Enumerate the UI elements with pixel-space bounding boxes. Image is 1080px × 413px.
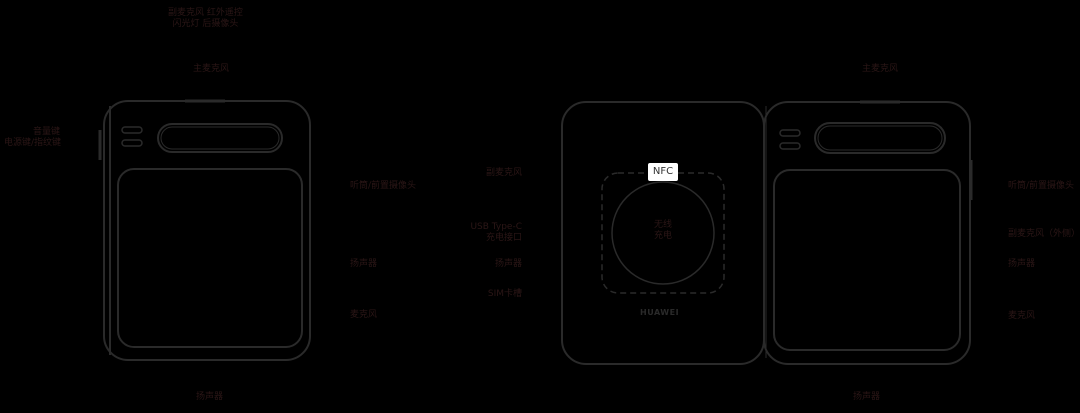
label-line: 充电 [653, 231, 672, 241]
left-flash [121, 126, 143, 134]
label-right-bottom: 扬声器 [853, 392, 881, 402]
label-line: 音量键 [32, 127, 60, 137]
left-cover-screen [117, 168, 303, 348]
label-line: 副麦克风 红外遥控 [168, 8, 243, 18]
label-earpiece: 听筒/前置摄像头 [350, 181, 417, 191]
right-sensor [779, 142, 801, 150]
right-flash [779, 129, 801, 137]
label-line: 闪光灯 后摄像头 [172, 19, 239, 29]
label-line: 电源键/指纹键 [4, 138, 62, 148]
label-right-top: 主麦克风 [862, 64, 899, 74]
left-camera-module [157, 123, 283, 153]
label-speaker-mid: 扬声器 [350, 259, 378, 269]
label-line: 无线 [653, 220, 672, 230]
right-camera-module [814, 122, 946, 154]
label-right-submic: 副麦克风（外侧） [1008, 229, 1080, 239]
label-top-main-mic: 主麦克风 [193, 64, 230, 74]
label-line: USB Type-C [470, 222, 522, 232]
left-sensor [121, 139, 143, 147]
label-line: 充电接口 [485, 233, 522, 243]
label-usb: USB Type-C 充电接口 [462, 222, 522, 244]
label-left-buttons: 音量键 电源键/指纹键 [4, 127, 62, 149]
label-sub-mic: 副麦克风 [485, 168, 522, 178]
label-right-speaker: 扬声器 [1008, 259, 1036, 269]
label-bottom-speaker: 扬声器 [196, 392, 224, 402]
label-mic: 麦克风 [350, 310, 378, 320]
label-right-earpiece: 听筒/前置摄像头 [1008, 181, 1075, 191]
nfc-badge: NFC [648, 163, 678, 181]
right-phone-right-half [763, 101, 971, 365]
label-top-mics: 副麦克风 红外遥控 闪光灯 后摄像头 [168, 8, 243, 30]
coil-label: 无线 充电 [650, 220, 676, 242]
label-speaker-left: 扬声器 [494, 259, 522, 269]
brand-logo: HUAWEI [640, 308, 680, 317]
wireless-charging-coil [611, 181, 715, 285]
label-sim: SIM卡槽 [487, 289, 522, 299]
label-right-mic: 麦克风 [1008, 311, 1036, 321]
right-cover-screen [773, 169, 961, 351]
